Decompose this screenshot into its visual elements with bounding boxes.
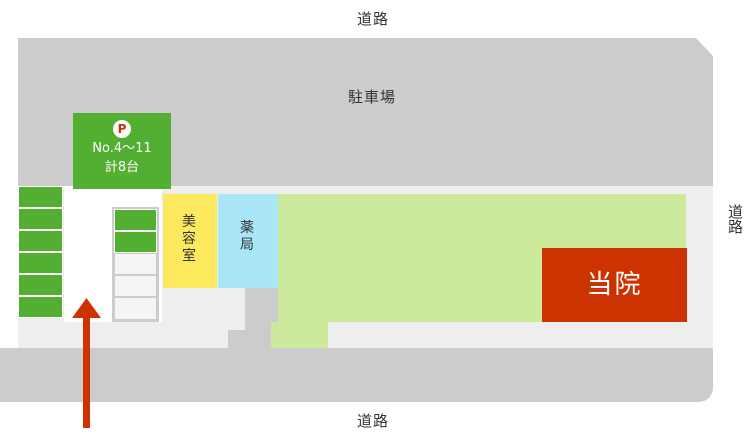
parking-stall xyxy=(18,230,63,252)
parking-stall xyxy=(18,274,63,296)
road-label-top: 道路 xyxy=(357,10,390,28)
road-bottom xyxy=(0,348,713,402)
beauty-salon: 美容室 xyxy=(163,194,217,288)
parking-stall xyxy=(18,208,63,230)
parking-stall xyxy=(18,252,63,274)
parking-stall xyxy=(114,253,157,275)
parking-numbers: No.4～11 xyxy=(92,141,152,156)
parking-lot-label: 駐車場 xyxy=(348,88,397,106)
beauty-salon-label: 美容室 xyxy=(182,214,196,264)
parking-stall xyxy=(18,186,63,208)
parking-total: 計8台 xyxy=(104,160,140,175)
parking-stall xyxy=(114,231,157,253)
entrance-arrow-icon xyxy=(72,298,101,428)
parking-stall xyxy=(18,296,63,318)
road-label-right: 道路 xyxy=(726,204,744,234)
walkway xyxy=(228,330,272,348)
pharmacy-label: 薬局 xyxy=(240,220,254,253)
parking-stall xyxy=(114,209,157,231)
parking-icon: P xyxy=(113,120,131,138)
parking-sign: P No.4～11 計8台 xyxy=(73,113,171,189)
clinic-building: 当院 xyxy=(542,248,687,322)
parking-stall xyxy=(114,275,157,297)
road-label-bottom: 道路 xyxy=(357,412,390,430)
pharmacy: 薬局 xyxy=(218,194,278,288)
parking-stall xyxy=(114,297,157,320)
clinic-label: 当院 xyxy=(586,270,643,300)
clinic-grounds xyxy=(271,322,328,348)
